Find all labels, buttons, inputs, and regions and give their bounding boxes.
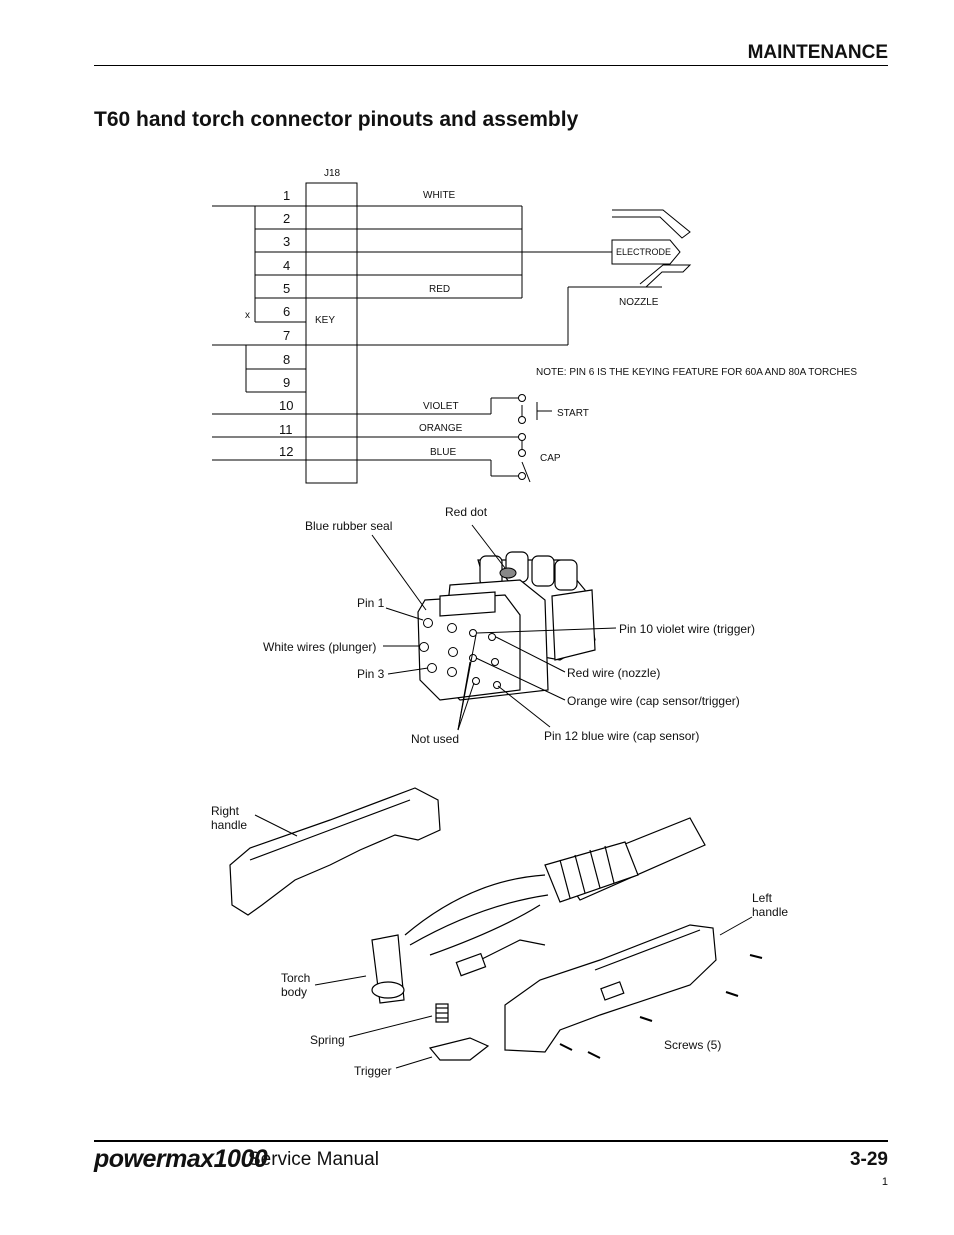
screw — [749, 954, 763, 959]
screw — [587, 1051, 601, 1059]
trigger-label: Trigger — [354, 1064, 392, 1078]
screw — [559, 1043, 573, 1051]
header-rule — [94, 65, 888, 66]
page-title: T60 hand torch connector pinouts and ass… — [94, 108, 579, 131]
trigger-switch — [455, 952, 487, 977]
pin1-label: Pin 1 — [357, 596, 385, 610]
pin-12-label: 12 — [279, 444, 293, 459]
screws-label: Screws (5) — [664, 1038, 721, 1052]
torch-assembly-illustration: Right handle Left handle Torch body Spri… — [211, 787, 788, 1078]
right-handle — [229, 787, 441, 916]
right-handle-label-1: Right — [211, 804, 240, 818]
pin-4-label: 4 — [283, 258, 290, 273]
pin-1-label: 1 — [283, 188, 290, 203]
pin10-label: Pin 10 violet wire (trigger) — [619, 622, 755, 636]
manual-title: Service Manual — [248, 1149, 379, 1170]
x-mark: X — [245, 310, 250, 321]
j18-label: J18 — [324, 168, 341, 179]
wiring-schematic: 1 2 3 4 5 6 7 8 9 10 11 12 J18 WHITE RED… — [212, 168, 857, 484]
pin-11-label: 11 — [279, 422, 293, 437]
trigger — [428, 1037, 490, 1061]
keying-note: NOTE: PIN 6 IS THE KEYING FEATURE FOR 60… — [536, 367, 857, 378]
cap-label: CAP — [540, 453, 561, 464]
screw — [725, 991, 739, 997]
white-wire-label: WHITE — [423, 190, 456, 201]
nozzle-bottom — [639, 264, 692, 288]
red-wire-callout: Red wire (nozzle) — [567, 666, 660, 680]
spring-label: Spring — [310, 1033, 345, 1047]
pin-2-label: 2 — [283, 211, 290, 226]
nozzle-label: NOZZLE — [619, 297, 659, 308]
pin-8-label: 8 — [283, 352, 290, 367]
pin-10-label: 10 — [279, 398, 293, 413]
pin3-label: Pin 3 — [357, 667, 385, 681]
right-handle-label-2: handle — [211, 818, 247, 832]
pin-7-label: 7 — [283, 328, 290, 343]
pin-9-label: 9 — [283, 375, 290, 390]
brand-logo: powermax1000 — [94, 1145, 268, 1173]
connector-illustration: Red dot Blue rubber seal Pin 1 White wir… — [263, 505, 755, 746]
page-number: 3-29 — [849, 1149, 888, 1170]
sheet-number: 1 — [881, 1176, 888, 1188]
left-handle-label-1: Left — [752, 891, 773, 905]
left-handle-label-2: handle — [752, 905, 788, 919]
red-dot-label: Red dot — [445, 505, 488, 519]
orange-wire-label: ORANGE — [419, 423, 463, 434]
electrode-symbol — [611, 239, 681, 265]
violet-wire-label: VIOLET — [423, 401, 459, 412]
footer-rule — [94, 1140, 888, 1142]
pin-5-label: 5 — [283, 281, 290, 296]
start-label: START — [557, 408, 589, 419]
red-dot — [499, 567, 517, 579]
screw — [639, 1016, 653, 1022]
electrode-label: ELECTRODE — [616, 247, 671, 257]
section-heading: MAINTENANCE — [747, 42, 888, 63]
pin-6-label: 6 — [283, 304, 290, 319]
key-label: KEY — [315, 315, 335, 326]
blue-wire-label: BLUE — [430, 447, 456, 458]
torch-body-label-1: Torch — [281, 971, 310, 985]
j18-connector-box — [305, 182, 358, 484]
torch-body-label-2: body — [281, 985, 307, 999]
red-wire-label: RED — [429, 284, 450, 295]
torch-hose — [544, 841, 639, 903]
orange-wire-callout: Orange wire (cap sensor/trigger) — [567, 694, 740, 708]
blue-seal-label: Blue rubber seal — [305, 519, 392, 533]
pin12-label: Pin 12 blue wire (cap sensor) — [544, 729, 699, 743]
pin-3-label: 3 — [283, 234, 290, 249]
nozzle-top — [612, 209, 691, 239]
white-wires-label: White wires (plunger) — [263, 640, 376, 654]
not-used-label: Not used — [411, 732, 459, 746]
